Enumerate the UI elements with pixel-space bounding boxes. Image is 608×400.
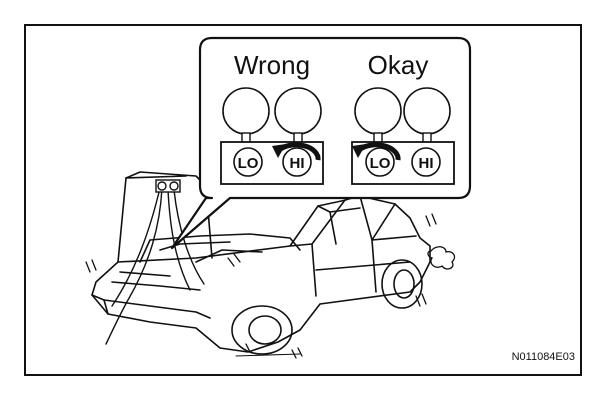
vibration-marks-icon (85, 213, 437, 359)
okay-low-valve (365, 147, 395, 177)
figure-code: N011084E03 (512, 351, 575, 363)
wrong-low-gauge (222, 87, 270, 135)
wrong-high-valve (282, 147, 312, 177)
rotation-arrow-icon (352, 142, 401, 161)
manifold-gauge-set (155, 179, 181, 193)
car-illustration (91, 171, 431, 357)
okay-high-label: HI (419, 155, 434, 172)
exhaust-smoke-icon (427, 246, 456, 270)
okay-high-valve (411, 147, 441, 177)
rotation-arrow-icon (272, 142, 321, 161)
car-body (91, 195, 431, 353)
okay-panel: Okay LO HI (351, 50, 455, 185)
gauge-hoses (105, 187, 205, 345)
okay-low-gauge (354, 87, 402, 135)
okay-high-gauge (403, 87, 451, 135)
wrong-high-gauge (274, 87, 322, 135)
okay-low-label: LO (370, 155, 391, 172)
wrong-panel: Wrong LO HI (220, 50, 324, 185)
wrong-heading: Wrong (234, 50, 310, 80)
wrong-high-label: HI (290, 155, 305, 172)
wrong-low-valve (233, 147, 263, 177)
front-wheel (231, 305, 293, 355)
rear-wheel (381, 259, 423, 309)
wrong-low-label: LO (238, 155, 259, 172)
okay-heading: Okay (368, 50, 429, 80)
